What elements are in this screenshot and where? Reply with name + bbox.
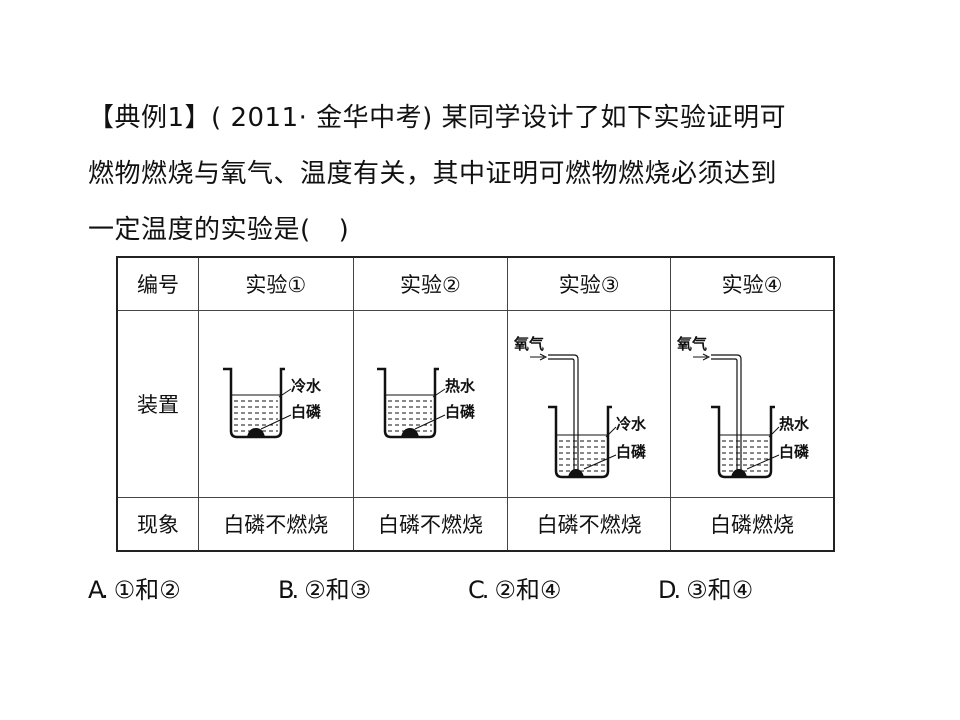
arrow-right-icon [539, 353, 548, 361]
table-header-row: 编号 实验① 实验② 实验③ 实验④ [116, 256, 835, 311]
oxygen-label-4: 氧气 [676, 335, 707, 353]
arrow-right-icon [702, 353, 711, 361]
observation-2: 白磷不燃烧 [352, 497, 509, 552]
table-observation-row: 现象 白磷不燃烧 白磷不燃烧 白磷不燃烧 白磷燃烧 [116, 497, 835, 552]
table-setup-row: 装置 冷水 白磷 [116, 310, 835, 498]
option-b-letter: B. [278, 576, 299, 604]
beaker-oxygen-diagram-3: 氧气 冷水 白磷 [513, 335, 647, 479]
phosphorus-icon [731, 469, 748, 477]
apparatus-cell-1: 冷水 白磷 [198, 310, 354, 498]
phosphorus-label-2: 白磷 [445, 403, 476, 421]
question-text: 【典例1】( 2011· 金华中考) 某同学设计了如下实验证明可 燃物燃烧与氧气… [88, 90, 878, 258]
option-d-text: ③和④ [686, 576, 754, 604]
observe-label: 现象 [116, 497, 199, 552]
question-line-2: 燃物燃烧与氧气、温度有关，其中证明可燃物燃烧必须达到 [88, 159, 778, 189]
phosphorus-icon [568, 469, 585, 477]
question-line-3: 一定温度的实验是() [88, 202, 878, 258]
water-label-1: 冷水 [291, 377, 322, 395]
option-a[interactable]: A.①和② [88, 570, 181, 610]
oxygen-label-3: 氧气 [513, 335, 544, 353]
water-label-4: 热水 [779, 415, 810, 433]
beaker-oxygen-diagram-4: 氧气 热水 白磷 [676, 335, 810, 479]
observation-1: 白磷不燃烧 [198, 497, 354, 552]
question-line-1: 【典例1】( 2011· 金华中考) 某同学设计了如下实验证明可 [88, 103, 787, 133]
option-d[interactable]: D.③和④ [658, 570, 753, 610]
apparatus-cell-4: 氧气 热水 白磷 [670, 310, 835, 498]
setup-label: 装置 [116, 310, 199, 498]
option-d-letter: D. [658, 576, 681, 604]
experiment-table: 编号 实验① 实验② 实验③ 实验④ 装置 冷水 白磷 [116, 256, 835, 552]
question-line-3-close: ) [338, 215, 350, 245]
option-b[interactable]: B.②和③ [278, 570, 371, 610]
phosphorus-icon [246, 428, 265, 437]
header-exp-2: 实验② [352, 256, 509, 311]
option-c[interactable]: C.②和④ [468, 570, 561, 610]
header-exp-1: 实验① [198, 256, 354, 311]
apparatus-cell-2: 热水 白磷 [352, 310, 509, 498]
observation-4: 白磷燃烧 [670, 497, 835, 552]
option-c-letter: C. [468, 576, 489, 604]
header-number: 编号 [116, 256, 199, 311]
answer-options: A.①和② B.②和③ C.②和④ D.③和④ [88, 570, 888, 610]
observation-3: 白磷不燃烧 [507, 497, 672, 552]
beaker-diagram-2: 热水 白磷 [377, 367, 476, 439]
water-label-2: 热水 [445, 377, 476, 395]
apparatus-cell-3: 氧气 冷水 白磷 [507, 310, 672, 498]
option-a-letter: A. [88, 576, 109, 604]
phosphorus-icon [401, 428, 420, 437]
beaker-diagram-1: 冷水 白磷 [222, 367, 322, 439]
header-exp-3: 实验③ [507, 256, 672, 311]
phosphorus-label-1: 白磷 [291, 403, 322, 421]
header-exp-4: 实验④ [670, 256, 835, 311]
phosphorus-label-4: 白磷 [779, 443, 810, 461]
option-a-text: ①和② [113, 576, 181, 604]
option-b-text: ②和③ [304, 576, 372, 604]
water-label-3: 冷水 [616, 415, 647, 433]
question-line-3-text: 一定温度的实验是( [88, 215, 311, 245]
phosphorus-label-3: 白磷 [616, 443, 647, 461]
option-c-text: ②和④ [494, 576, 562, 604]
